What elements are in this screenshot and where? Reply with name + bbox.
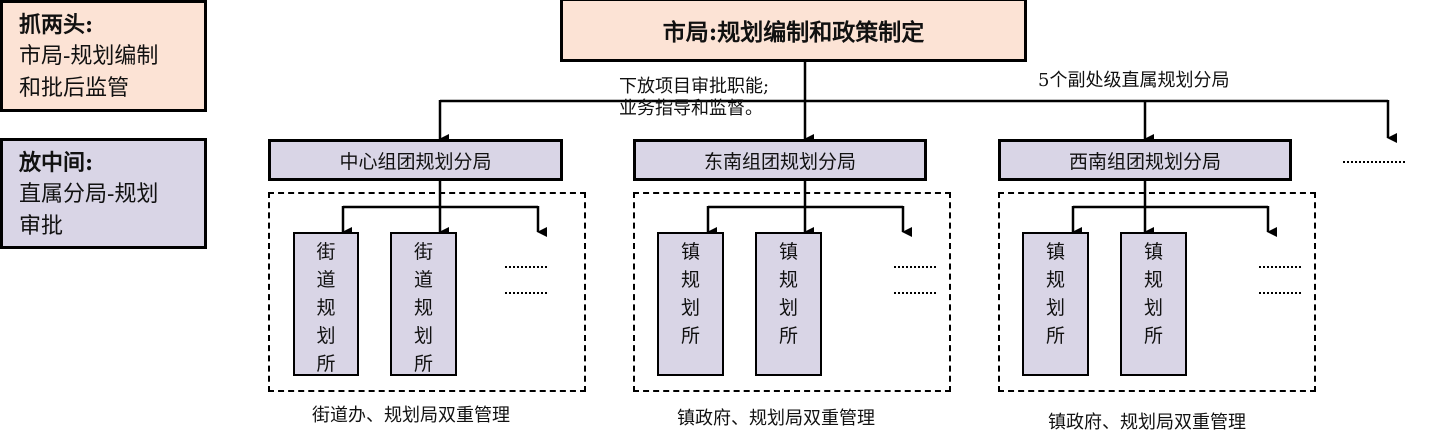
unit-char: 划 <box>778 297 798 319</box>
branch-group-container <box>998 192 1316 392</box>
branch-name: 中心组团规划分局 <box>339 150 492 173</box>
unit-box: 镇 规 划 所 <box>755 232 822 376</box>
unit-char: 道 <box>413 269 433 291</box>
unit-char: 所 <box>413 353 433 375</box>
more-units-ellipsis <box>1259 266 1301 268</box>
unit-char: 所 <box>778 325 798 347</box>
unit-box: 镇 规 划 所 <box>1022 232 1089 376</box>
unit-char: 道 <box>316 269 336 291</box>
more-units-ellipsis <box>894 266 936 268</box>
group-caption: 镇政府、规划局双重管理 <box>1048 412 1246 433</box>
unit-char: 划 <box>316 325 336 347</box>
branch-box: 中心组团规划分局 <box>268 139 563 181</box>
city-bureau-box: 市局:规划编制和政策制定 <box>560 0 1027 62</box>
unit-char: 所 <box>1143 325 1163 347</box>
unit-char: 规 <box>680 269 700 291</box>
unit-char: 镇 <box>1143 241 1163 263</box>
unit-box: 街 道 规 划 所 <box>293 232 359 376</box>
delegation-note: 下放项目审批职能; 业务指导和监督。 <box>619 76 769 120</box>
unit-char: 街 <box>316 241 336 263</box>
unit-char: 所 <box>1045 325 1065 347</box>
legend-grasp-both-ends: 抓两头: 市局-规划编制 和批后监管 <box>0 0 207 112</box>
more-units-ellipsis <box>894 292 936 294</box>
legend-release-heading: 放中间: <box>19 150 94 176</box>
legend-release-line: 审批 <box>19 214 64 239</box>
unit-box: 街 道 规 划 所 <box>390 232 457 376</box>
more-units-ellipsis <box>505 292 547 294</box>
unit-box: 镇 规 划 所 <box>657 232 724 376</box>
unit-char: 划 <box>413 325 433 347</box>
group-caption: 街道办、规划局双重管理 <box>312 405 510 426</box>
legend-grasp-line: 市局-规划编制 <box>19 44 159 69</box>
unit-char: 规 <box>316 297 336 319</box>
more-units-ellipsis <box>505 266 547 268</box>
delegation-note-line: 业务指导和监督。 <box>619 98 763 119</box>
unit-char: 镇 <box>778 241 798 263</box>
unit-char: 规 <box>778 269 798 291</box>
unit-char: 所 <box>680 325 700 347</box>
branch-name: 西南组团规划分局 <box>1068 150 1221 173</box>
more-units-ellipsis <box>1259 292 1301 294</box>
legend-release-middle: 放中间: 直属分局-规划 审批 <box>0 138 207 249</box>
more-branches-ellipsis <box>1343 161 1405 163</box>
unit-char: 镇 <box>680 241 700 263</box>
branch-box: 西南组团规划分局 <box>998 139 1292 181</box>
branch-group-container <box>633 192 951 392</box>
unit-char: 规 <box>1045 269 1065 291</box>
unit-char: 规 <box>413 297 433 319</box>
city-bureau-title: 市局:规划编制和政策制定 <box>662 19 925 46</box>
unit-char: 划 <box>1143 297 1163 319</box>
delegation-note-line: 下放项目审批职能; <box>619 76 770 97</box>
branch-name: 东南组团规划分局 <box>703 150 856 173</box>
unit-char: 划 <box>680 297 700 319</box>
legend-grasp-heading: 抓两头: <box>19 12 94 38</box>
branch-box: 东南组团规划分局 <box>633 139 927 181</box>
unit-char: 镇 <box>1045 241 1065 263</box>
group-caption: 镇政府、规划局双重管理 <box>677 408 875 429</box>
unit-char: 所 <box>316 353 336 375</box>
unit-box: 镇 规 划 所 <box>1120 232 1187 376</box>
branch-count-note: 5个副处级直属规划分局 <box>1038 70 1230 91</box>
legend-release-line: 直属分局-规划 <box>19 182 159 207</box>
unit-char: 规 <box>1143 269 1163 291</box>
unit-char: 街 <box>413 241 433 263</box>
legend-grasp-line: 和批后监管 <box>19 76 130 101</box>
unit-char: 划 <box>1045 297 1065 319</box>
branch-group-container <box>268 192 586 392</box>
